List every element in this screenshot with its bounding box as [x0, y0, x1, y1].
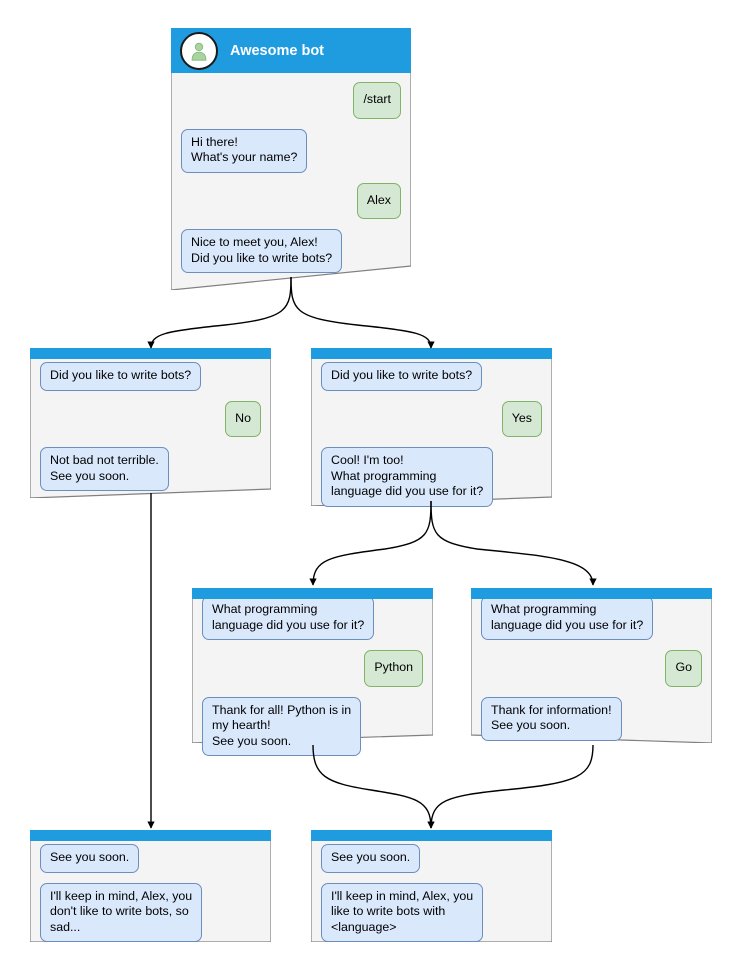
message-row: What programming language did you use fo… [202, 596, 423, 640]
message-row: What programming language did you use fo… [481, 596, 702, 640]
message-row: Not bad not terrible. See you soon. [40, 447, 261, 491]
card-header-bar: Awesome bot [171, 28, 411, 73]
bot-message-bubble: Cool! I'm too! What programming language… [321, 447, 494, 507]
edge-yes-to-go [430, 500, 597, 586]
edge-python-to-end-happy [312, 744, 435, 829]
bot-message-bubble: Did you like to write bots? [40, 362, 202, 391]
message-row: Cool! I'm too! What programming language… [321, 447, 542, 507]
user-message-bubble: Alex [356, 182, 401, 219]
user-message-bubble: No [225, 400, 261, 437]
card-header-bar [311, 348, 552, 359]
message-row: See you soon. [40, 844, 261, 873]
message-row: /start [181, 82, 401, 119]
awesome-bot-root-card[interactable]: Awesome bot /start Hi there! What's your… [171, 28, 411, 290]
message-list: What programming language did you use fo… [471, 596, 712, 741]
message-row: Alex [181, 182, 401, 219]
card-header-bar [471, 588, 712, 599]
end-happy-card[interactable]: See you soon. I'll keep in mind, Alex, y… [311, 830, 552, 942]
message-list: See you soon. I'll keep in mind, Alex, y… [30, 844, 271, 942]
python-branch-card[interactable]: What programming language did you use fo… [192, 588, 433, 756]
bot-message-bubble: Hi there! What's your name? [181, 128, 308, 173]
message-row: No [40, 400, 261, 437]
bot-message-bubble: I'll keep in mind, Alex, you like to wri… [321, 882, 484, 942]
bot-message-bubble: Nice to meet you, Alex! Did you like to … [181, 229, 343, 273]
message-list: Did you like to write bots? No Not bad n… [30, 362, 271, 491]
bot-message-bubble: Thank for all! Python is in my hearth! S… [202, 696, 362, 756]
no-branch-card[interactable]: Did you like to write bots? No Not bad n… [30, 348, 271, 498]
bot-message-bubble: See you soon. [321, 844, 421, 873]
card-header-bar [30, 830, 271, 841]
message-row: I'll keep in mind, Alex, you don't like … [40, 882, 261, 942]
person-avatar-icon [180, 31, 218, 70]
bot-message-bubble: Did you like to write bots? [321, 362, 483, 391]
user-message-bubble: /start [353, 82, 401, 119]
card-header-bar [30, 348, 271, 359]
message-row: Go [481, 650, 702, 687]
message-row: Python [202, 650, 423, 687]
message-row: Nice to meet you, Alex! Did you like to … [181, 229, 401, 273]
bot-message-bubble: See you soon. [40, 844, 140, 873]
message-row: Yes [321, 400, 542, 437]
user-message-bubble: Yes [501, 400, 542, 437]
message-row: Did you like to write bots? [321, 362, 542, 391]
card-header-bar [311, 830, 552, 841]
message-row: Thank for information! See you soon. [481, 696, 702, 741]
message-list: /start Hi there! What's your name? Alex … [171, 82, 411, 273]
bot-message-bubble: Not bad not terrible. See you soon. [40, 447, 169, 491]
card-header-bar [192, 588, 433, 599]
message-row: Hi there! What's your name? [181, 128, 401, 173]
message-row: Thank for all! Python is in my hearth! S… [202, 696, 423, 756]
yes-branch-card[interactable]: Did you like to write bots? Yes Cool! I'… [311, 348, 552, 507]
message-list: Did you like to write bots? Yes Cool! I'… [311, 362, 552, 507]
message-row: I'll keep in mind, Alex, you like to wri… [321, 882, 542, 942]
message-list: What programming language did you use fo… [192, 596, 433, 756]
go-branch-card[interactable]: What programming language did you use fo… [471, 588, 712, 743]
end-sad-card[interactable]: See you soon. I'll keep in mind, Alex, y… [30, 830, 271, 942]
edge-yes-to-python [309, 500, 432, 586]
user-message-bubble: Python [364, 650, 423, 687]
message-list: See you soon. I'll keep in mind, Alex, y… [311, 844, 552, 942]
message-row: See you soon. [321, 844, 542, 873]
bot-message-bubble: Thank for information! See you soon. [481, 696, 622, 741]
edge-go-to-end-happy [427, 744, 594, 829]
bot-message-bubble: What programming language did you use fo… [481, 596, 654, 640]
message-row: Did you like to write bots? [40, 362, 261, 391]
user-message-bubble: Go [665, 650, 702, 687]
bot-message-bubble: I'll keep in mind, Alex, you don't like … [40, 882, 203, 942]
bot-title: Awesome bot [230, 42, 325, 59]
bot-message-bubble: What programming language did you use fo… [202, 596, 375, 640]
